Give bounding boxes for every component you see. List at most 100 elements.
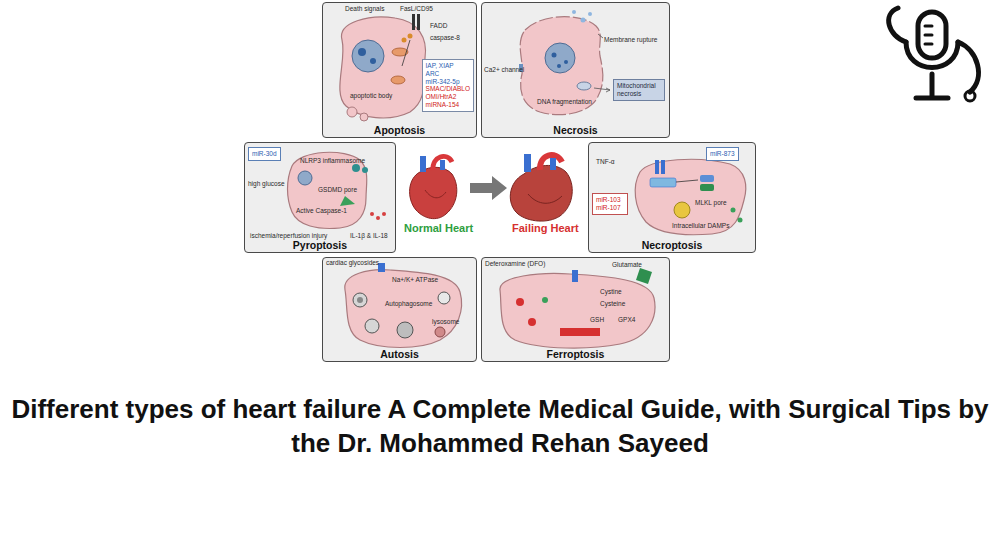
illustration-path [510,165,572,221]
apoptosis-cell [340,14,426,121]
illustration-rect [481,2,670,138]
illustration-circle [370,58,376,64]
illustration-circle [731,208,736,213]
illustration-path [345,270,462,348]
illustration-rect [550,158,556,170]
illustration-path [433,156,452,170]
illustration-circle [360,113,368,121]
podcast-logo [889,8,979,101]
marker-box: miR-30d [248,147,281,161]
illustration-path [635,159,746,234]
illustration-circle [347,107,357,117]
annotation: Death signals [345,5,384,12]
annotation: ischemia/reperfusion injury [250,232,327,239]
illustration-circle [572,10,576,14]
illustration-circle [545,43,575,73]
annotation: caspase-8 [430,34,460,41]
illustration-circle [352,40,384,72]
panel-title: Apoptosis [323,124,476,136]
illustration-rect [918,12,946,58]
illustration-circle [581,18,586,23]
illustration-circle [674,202,690,218]
illustration-path [906,42,958,68]
illustration-path [889,8,906,42]
annotation: IL-1β & IL-18 [350,232,388,239]
annotation: GSDMD pore [318,186,357,193]
annotation: apoptotic body [350,92,392,99]
illustration-rect [700,175,714,182]
illustration-rect [560,328,600,336]
illustration-circle [435,327,445,337]
illustration-rect [417,14,420,30]
annotation: Cystine [600,288,622,295]
illustration-circle [738,218,743,223]
annotation: FADD [430,22,447,29]
illustration-path [958,42,979,92]
illustration-circle [402,38,407,43]
illustration-rect [244,142,396,253]
illustration-path [925,26,932,44]
illustration-circle [542,297,548,303]
illustration-path [916,96,948,101]
illustration-rect [420,156,426,172]
progression-arrow [470,176,507,200]
annotation: NLRP3 inflammasome [300,157,365,164]
illustration-path [402,40,410,66]
illustration-circle [516,298,524,306]
marker-text: Mitochondrial necrosis [617,82,661,98]
illustration-path [520,17,603,115]
illustration-circle [528,318,536,326]
illustration-circle [588,12,592,16]
panel-title: Autosis [323,348,476,360]
panel-title: Necroptosis [589,239,755,251]
annotation: DNA fragmentation [537,98,592,105]
heart-caption: Normal Heart [404,222,473,234]
illustration-circle [298,171,312,185]
marker-box: miR-873 [706,147,739,161]
illustration-circle [370,212,374,216]
annotation: TNF-α [596,158,615,165]
illustration-rect [700,184,714,191]
illustration-path [540,155,562,170]
annotation: Cysteine [600,300,625,307]
illustration-circle [365,319,379,333]
annotation: GPX4 [618,316,635,323]
illustration-circle [557,64,561,68]
illustration-rect [412,14,415,30]
illustration-rect [322,2,477,138]
illustration-path [930,74,935,96]
illustration-circle [438,292,450,304]
illustration-ellipse [391,76,405,84]
illustration-path [606,88,610,92]
annotation: Deferoxamine (DFO) [485,260,545,267]
marker-box: Mitochondrial necrosis [613,79,665,101]
illustration-rect [572,270,578,282]
illustration-path [500,274,655,349]
illustration-circle [358,48,366,56]
cell-death-panel: ApoptosisIAP, XIAPARCmiR-342-5pSMAC/DIAB… [322,2,477,138]
illustration-path [340,17,426,118]
annotation: lysosome [432,318,459,325]
annotation: Ca2+ channel [484,66,524,73]
illustration-circle [376,216,380,220]
pyroptosis-cell [288,152,387,228]
illustration-rect [655,160,659,174]
illustration-path [288,152,367,228]
annotation: Active Caspase-1 [296,207,347,214]
illustration-path [410,167,457,218]
annotation: cardiac glycosides [326,259,379,266]
annotation: Autophagosome [385,300,432,307]
marker-box: miR-103 miR-107 [592,193,628,215]
marker-text: miR-103 miR-107 [596,196,624,212]
illustration-circle [397,322,413,338]
panel-title: Ferroptosis [482,348,669,360]
marker-text: OMI/HtrA2 [426,93,470,101]
illustration-path [598,34,603,38]
illustration-circle [352,164,360,172]
marker-text: miR-30d [252,150,277,158]
annotation: Intracellular DAMPs [672,222,729,229]
annotation: GSH [590,316,604,323]
necroptosis-cell [635,159,746,234]
illustration-circle [408,34,413,39]
